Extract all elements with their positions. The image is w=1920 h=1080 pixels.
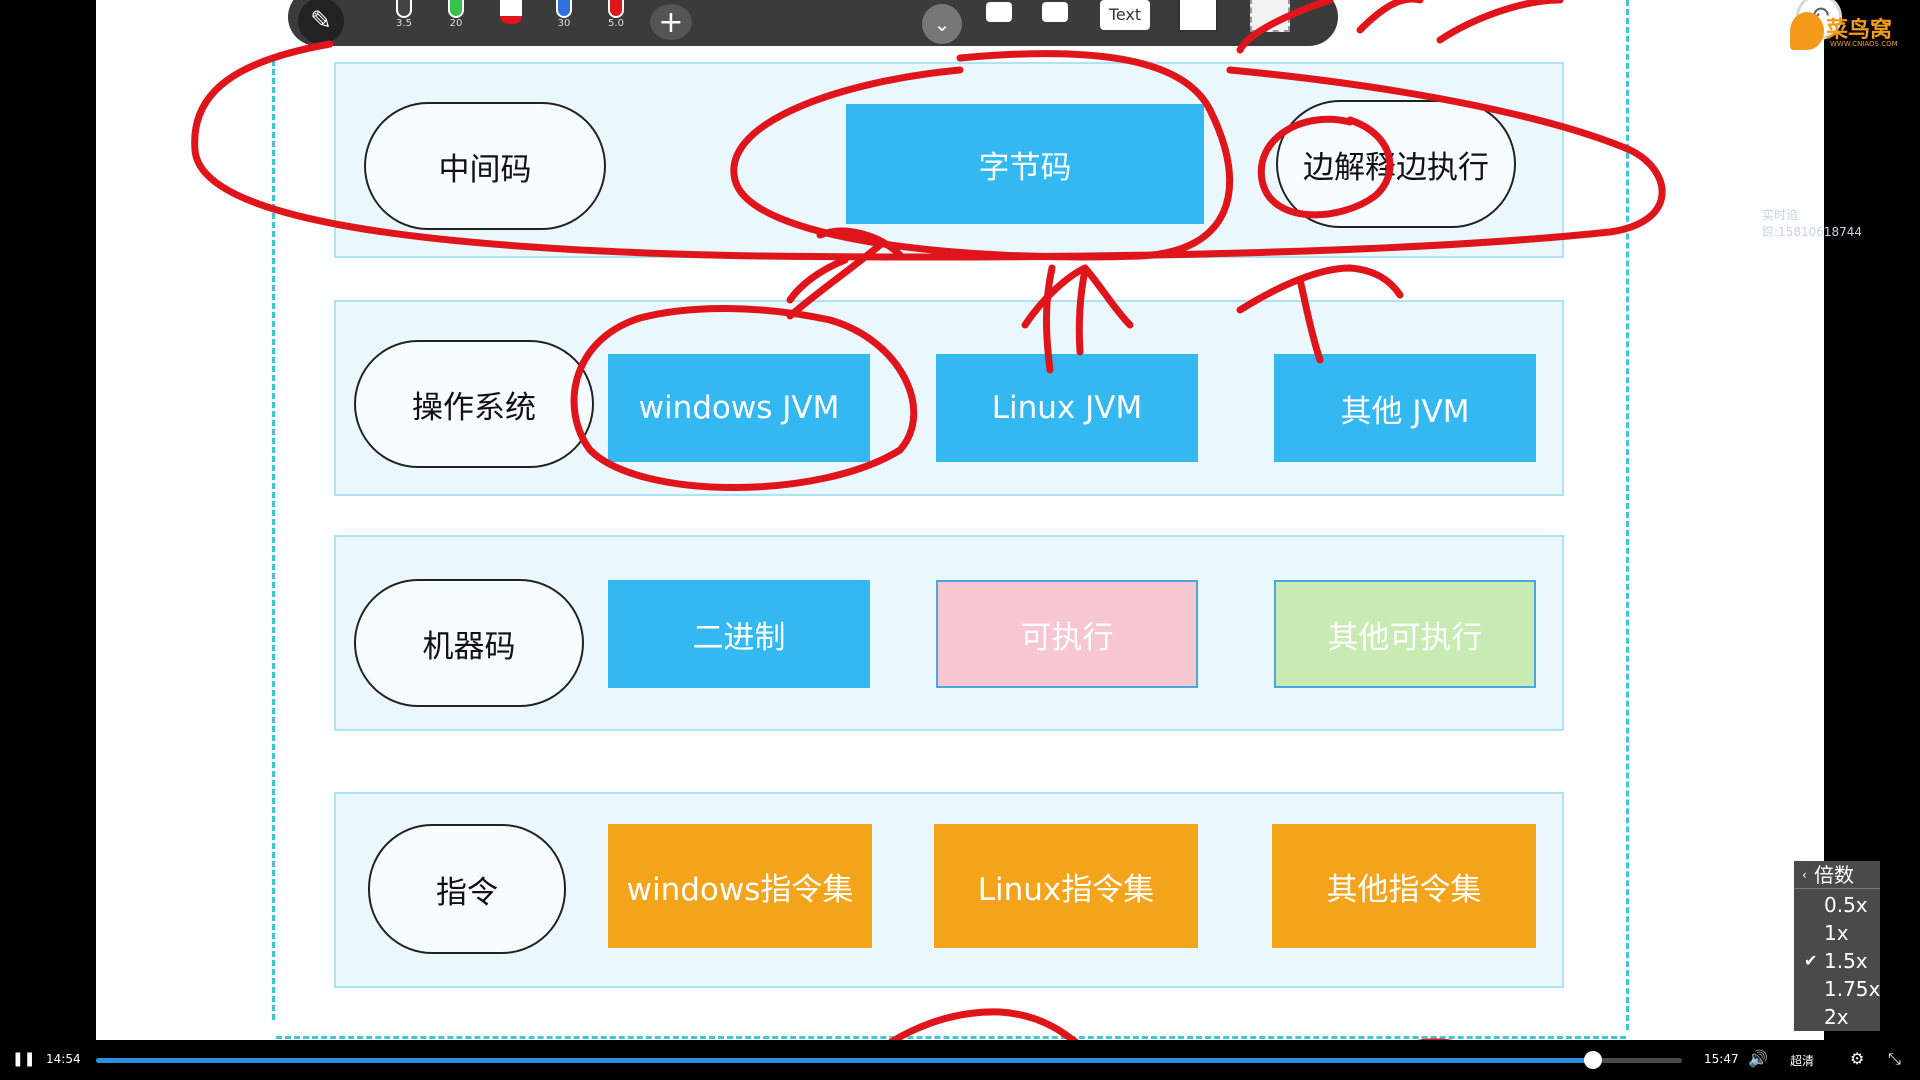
speed-menu-title[interactable]: ‹ 倍数 (1794, 861, 1880, 889)
row-label-pill: 操作系统 (354, 340, 594, 468)
chevron-left-icon[interactable]: ‹ (1802, 868, 1807, 882)
check-icon: ✔ (1804, 951, 1818, 970)
row-machine-code: 机器码 二进制 可执行 其他可执行 (334, 535, 1564, 731)
pen-size-label: 3.5 (396, 18, 412, 29)
row-label-pill: 指令 (368, 824, 566, 954)
interpret-execute-pill: 边解释边执行 (1276, 100, 1516, 228)
row-label-pill: 机器码 (354, 579, 584, 707)
binary-box: 二进制 (608, 580, 870, 688)
other-instruction-set-box: 其他指令集 (1272, 824, 1536, 948)
text-tool-button[interactable]: Text (1100, 0, 1150, 30)
speed-option-1-5x-selected[interactable]: 1.5x (1824, 949, 1868, 973)
progress-fill (96, 1058, 1594, 1063)
frame-bottom-dash (276, 1036, 1626, 1039)
speed-menu-title-label: 倍数 (1814, 863, 1854, 887)
watermark: 实时追踪:15810618744 (1762, 208, 1863, 239)
windows-jvm-box: windows JVM (608, 354, 870, 462)
row-intermediate-code: 中间码 字节码 边解释边执行 (334, 62, 1564, 258)
pen-red-icon[interactable] (500, 0, 522, 24)
logo-text: 菜鸟窝 (1826, 18, 1893, 43)
speed-option-1-75x[interactable]: 1.75x (1824, 977, 1881, 1001)
settings-gear-icon[interactable]: ⚙ (1850, 1049, 1865, 1068)
row-instructions: 指令 windows指令集 Linux指令集 其他指令集 (334, 792, 1564, 988)
volume-icon[interactable]: 🔊 (1748, 1049, 1768, 1068)
pen-size-label: 5.0 (608, 18, 624, 29)
executable-box: 可执行 (936, 580, 1198, 688)
select-area-icon[interactable] (1250, 0, 1290, 32)
shape-icon[interactable] (1042, 2, 1068, 22)
pen-black-icon[interactable] (396, 0, 412, 18)
logo-subtext: WWW.CNIAOS.COM (1830, 40, 1898, 48)
slide-canvas: 中间码 字节码 边解释边执行 操作系统 windows JVM Linux JV… (96, 0, 1862, 1040)
annotation-toolbar: ✎ 3.5 20 30 5.0 + ⌄ Text (288, 0, 1338, 46)
windows-instruction-set-box: windows指令集 (608, 824, 872, 948)
progress-handle[interactable] (1584, 1051, 1603, 1069)
pen-blue-icon[interactable] (556, 0, 572, 18)
player-controls-bar: ❚❚ 14:54 15:47 🔊 超清 ⚙ ⤡ (0, 1040, 1920, 1080)
pen-green-icon[interactable] (448, 0, 464, 18)
quality-button[interactable]: 超清 (1790, 1054, 1815, 1068)
pen-size-label: 30 (557, 18, 571, 29)
row-operating-system: 操作系统 windows JVM Linux JVM 其他 JVM (334, 300, 1564, 496)
shape-icon[interactable] (986, 2, 1012, 22)
bytecode-box: 字节码 (846, 104, 1204, 224)
pencil-icon[interactable]: ✎ (298, 0, 344, 44)
frame-left-dash (272, 60, 275, 1020)
progress-bar[interactable] (96, 1051, 1682, 1069)
speed-option-1x[interactable]: 1x (1824, 921, 1849, 945)
playback-speed-menu[interactable]: ‹ 倍数 0.5x 1x ✔ 1.5x 1.75x 2x (1794, 861, 1880, 1031)
other-jvm-box: 其他 JVM (1274, 354, 1536, 462)
row-label-pill: 中间码 (364, 102, 606, 230)
bird-logo-icon (1790, 12, 1824, 50)
fullscreen-exit-icon[interactable]: ⤡ (1888, 1049, 1901, 1068)
other-executable-box: 其他可执行 (1274, 580, 1536, 688)
duration: 15:47 (1704, 1052, 1739, 1066)
add-icon[interactable]: + (650, 4, 692, 40)
frame-right-dash (1626, 0, 1629, 1030)
pause-icon[interactable]: ❚❚ (12, 1051, 36, 1067)
pen-red-small-icon[interactable] (608, 0, 624, 18)
image-icon[interactable] (1178, 0, 1218, 32)
speed-option-2x[interactable]: 2x (1824, 1005, 1849, 1029)
speed-option-0-5x[interactable]: 0.5x (1824, 893, 1868, 917)
linux-instruction-set-box: Linux指令集 (934, 824, 1198, 948)
chevron-down-icon[interactable]: ⌄ (922, 4, 962, 44)
current-time: 14:54 (46, 1052, 81, 1066)
linux-jvm-box: Linux JVM (936, 354, 1198, 462)
logo: 菜鸟窝 WWW.CNIAOS.COM (1790, 10, 1910, 54)
pen-size-label: 20 (449, 18, 463, 29)
